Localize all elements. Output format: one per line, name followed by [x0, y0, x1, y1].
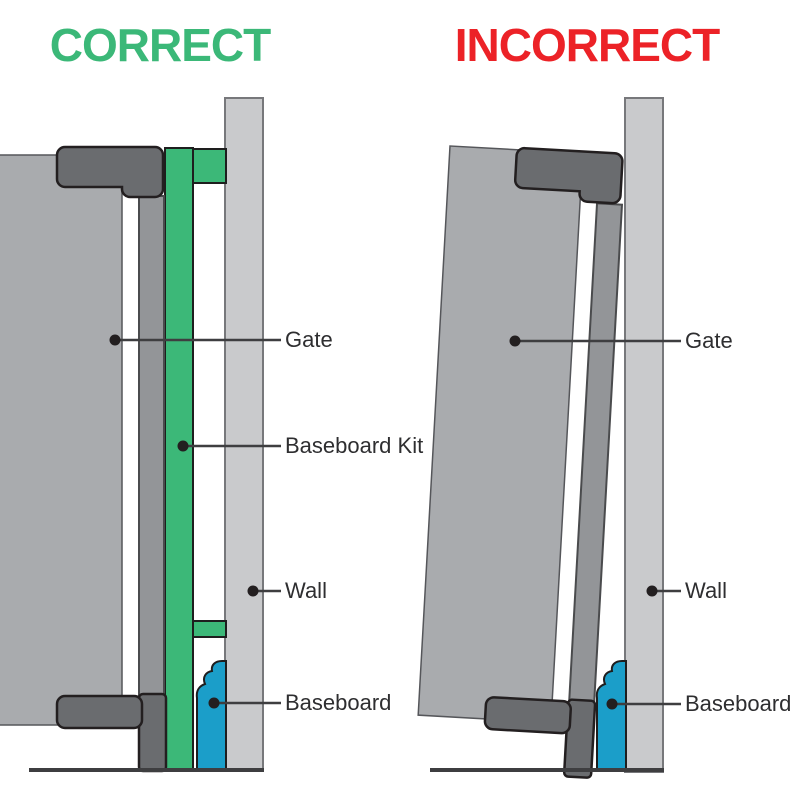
wall-leader-dot	[646, 585, 658, 597]
gate-label: Gate	[685, 328, 733, 353]
wall-label: Wall	[285, 578, 327, 603]
tilted-gate-assembly	[417, 145, 624, 779]
correct-diagram	[0, 97, 281, 773]
gate-post	[138, 195, 165, 701]
gate-label: Gate	[285, 327, 333, 352]
incorrect-diagram	[417, 97, 681, 779]
baseboard-moulding	[195, 660, 227, 771]
incorrect-title: INCORRECT	[454, 19, 720, 71]
panel-correct: CORRECT	[0, 19, 423, 773]
wall-leader-dot	[247, 585, 259, 597]
baseboard-kit-label: Baseboard Kit	[285, 433, 424, 458]
baseboard-label: Baseboard	[285, 690, 392, 715]
bottom-clamp-foot	[562, 698, 597, 779]
gate-leader-dot	[109, 334, 121, 346]
wall-label: Wall	[685, 578, 727, 603]
baseboard-label: Baseboard	[685, 691, 792, 716]
gate-post	[567, 202, 624, 708]
baseboard-kit-leader-dot	[177, 440, 189, 452]
bottom-clamp-bar	[55, 694, 144, 730]
gate-panel	[417, 145, 584, 724]
gate-panel	[0, 154, 123, 726]
baseboard-kit-bottom-spacer	[190, 620, 227, 638]
baseboard-kit-rail	[164, 147, 194, 771]
wall	[224, 97, 264, 772]
wall	[624, 97, 664, 773]
leader-lines	[115, 338, 281, 705]
top-clamp	[513, 146, 624, 205]
baseboard-leader-dot	[208, 697, 220, 709]
top-clamp	[55, 145, 165, 199]
baseboard-leader-dot	[606, 698, 618, 710]
bottom-clamp-bar	[483, 696, 572, 735]
baseboard-kit-top-spacer	[190, 148, 227, 184]
correct-title: CORRECT	[49, 19, 271, 71]
baseboard-moulding	[595, 660, 627, 771]
panel-incorrect: INCORRECT	[400, 0, 800, 800]
leader-dots	[509, 335, 658, 710]
leader-dots	[109, 334, 259, 709]
gate-leader-dot	[509, 335, 521, 347]
